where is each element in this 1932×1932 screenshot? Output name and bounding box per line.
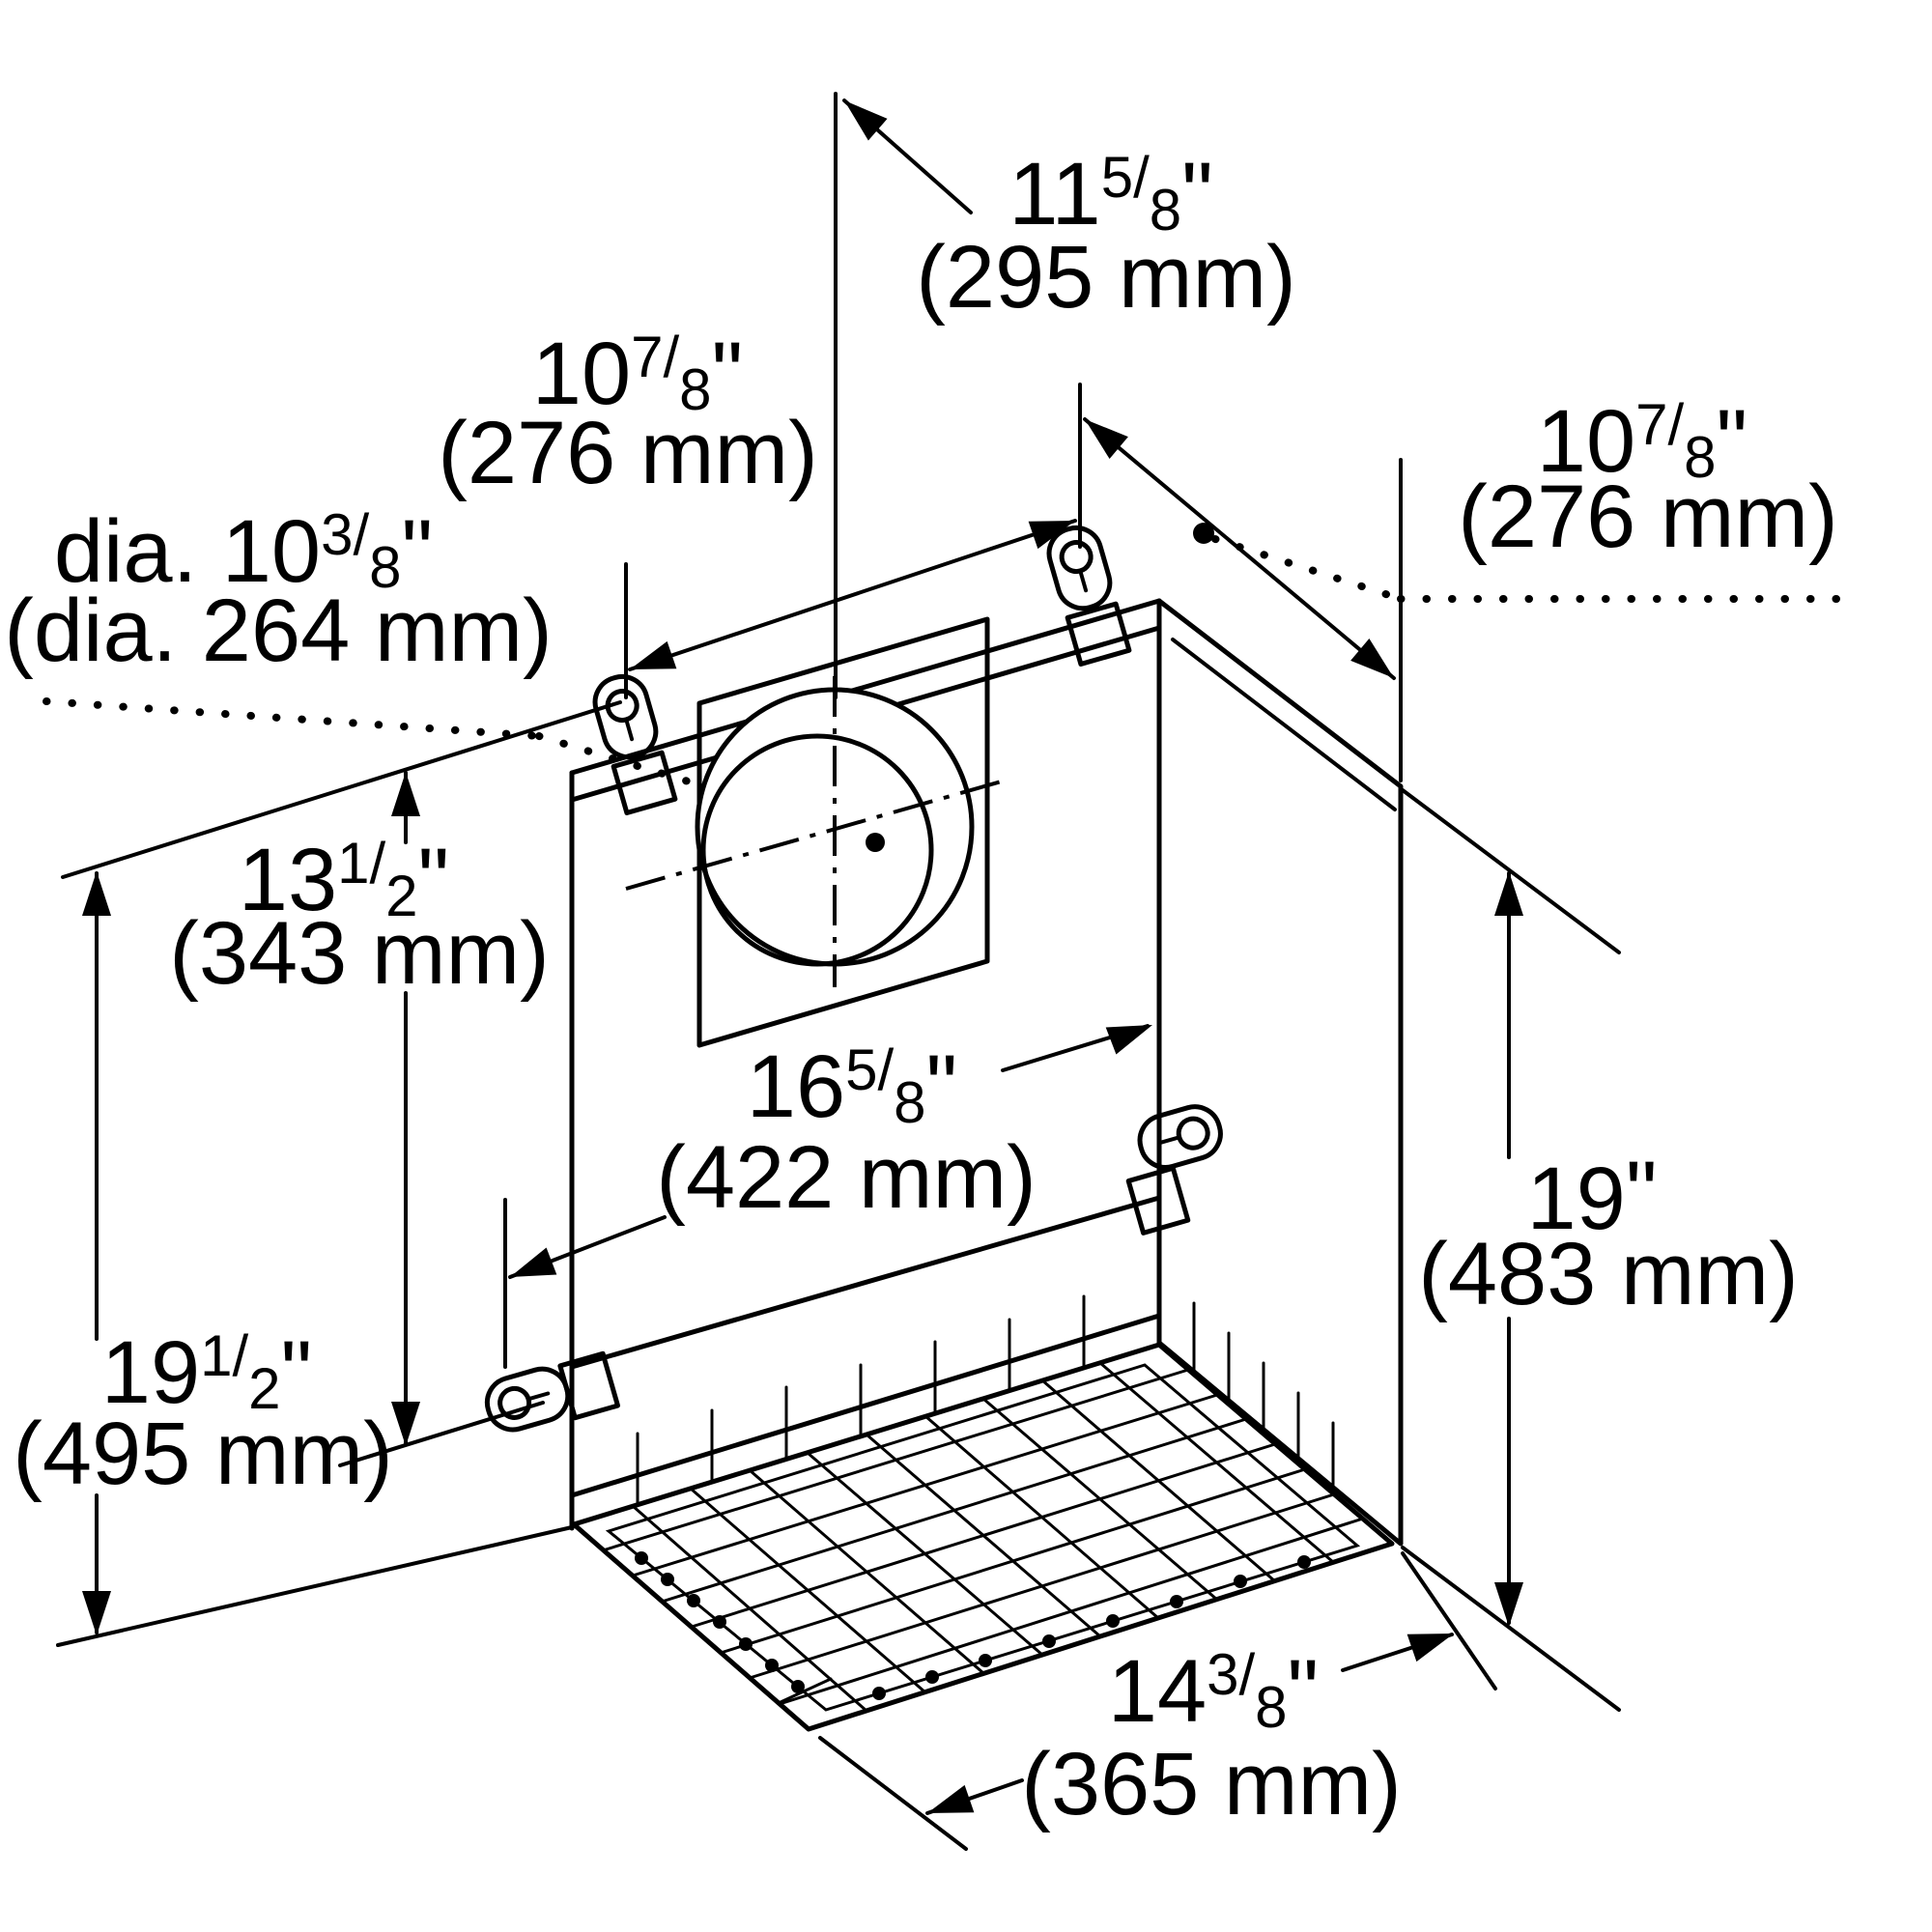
blower-unit (43, 525, 1404, 1732)
label-mid-left-mm: (343 mm) (169, 904, 550, 1003)
dim-right-depth (1083, 417, 1847, 680)
duct-mounting-plate (696, 616, 990, 1048)
duct-collar-inner-ring (700, 733, 934, 967)
label-center-mm: (422 mm) (656, 1128, 1037, 1227)
height-right-bottom-extension-line (1401, 1546, 1621, 1712)
duct-center-dot (866, 833, 885, 852)
bottom-left-extension-line (56, 1525, 574, 1647)
label-height-left-mm: (495 mm) (13, 1405, 393, 1503)
label-dia-mm: (dia. 264 mm) (4, 582, 553, 680)
diameter-leader-dotted-line (43, 697, 543, 740)
dim-upper-left (628, 519, 1077, 671)
bottom-width-left-extension-line (818, 1736, 968, 1851)
label-upper-left-mm: (276 mm) (438, 404, 818, 502)
tab-left-extension-line (338, 1401, 545, 1467)
tab-top-plane-extension-line (61, 700, 622, 879)
label-top-inch: 115/8" (1009, 145, 1213, 243)
mounting-tab-top-left (592, 673, 678, 816)
label-top-mm: (295 mm) (916, 228, 1296, 327)
label-mid-left-inch: 131/2" (239, 831, 449, 929)
wire-grille (571, 1294, 1395, 1732)
label-height-left-inch: 191/2" (101, 1323, 312, 1422)
label-right-inch: 107/8" (1537, 392, 1747, 491)
wire-end-dots (635, 1551, 1311, 1700)
mounting-tab-left (484, 1350, 620, 1433)
right-dotted-leader (1211, 535, 1405, 603)
label-height-right-mm: (483 mm) (1418, 1225, 1799, 1323)
reference-point-dot (1193, 523, 1214, 544)
label-upper-left-inch: 107/8" (532, 325, 743, 423)
duct-centerline-horizontal (625, 779, 1006, 891)
bottom-width-right-extension-line (1401, 1551, 1497, 1690)
dim-height-left (82, 871, 111, 1635)
dimension-lines (56, 92, 1847, 1851)
height-right-top-extension-line (1401, 788, 1621, 954)
label-bottom-mm: (365 mm) (1021, 1735, 1402, 1833)
diameter-leader-dotted-line-2 (535, 732, 829, 827)
dimension-labels: 115/8" (295 mm) 107/8" (276 mm) dia. 103… (4, 145, 1838, 1833)
dim-height-right (1494, 871, 1523, 1627)
dim-bottom-width (925, 1633, 1454, 1815)
duct-collar (625, 676, 1006, 987)
side-panel (1156, 598, 1404, 1547)
label-height-right-inch: 19" (1526, 1144, 1657, 1248)
dim-mid-left (391, 771, 420, 1446)
label-center-inch: 165/8" (747, 1037, 957, 1136)
dim-center-width (508, 1024, 1152, 1279)
mounting-tab-top-right (1046, 525, 1132, 668)
front-panel (569, 598, 1162, 1531)
label-right-mm: (276 mm) (1458, 468, 1838, 566)
dim-top-leader (842, 99, 973, 214)
label-bottom-inch: 143/8" (1108, 1642, 1319, 1741)
label-dia-inch: dia. 103/8" (54, 502, 433, 601)
mounting-tab-right (1125, 1104, 1223, 1236)
